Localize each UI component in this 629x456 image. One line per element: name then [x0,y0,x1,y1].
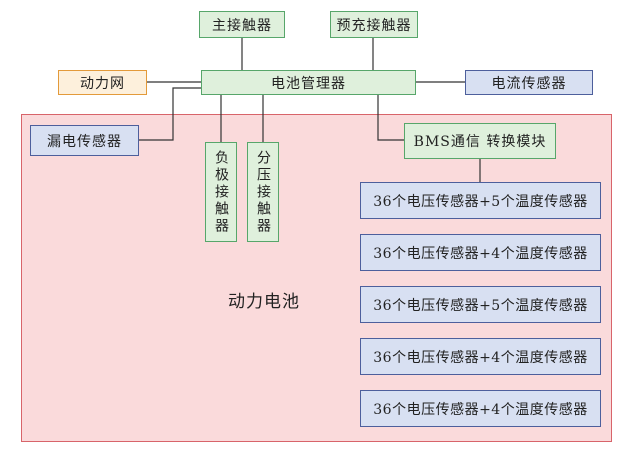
power-battery-container [21,114,612,442]
leakage-sensor-box: 漏电传感器 [30,125,139,156]
sensor-group-box: 36个电压传感器+4个温度传感器 [360,338,601,375]
divider-contactor-box: 分压接触器 [247,142,279,242]
sensor-group-label: 36个电压传感器+4个温度传感器 [373,245,588,262]
leakage-sensor-label: 漏电传感器 [47,133,122,150]
sensor-group-box: 36个电压传感器+4个温度传感器 [360,390,601,427]
sensor-group-box: 36个电压传感器+4个温度传感器 [360,234,601,271]
bms-label: 电池管理器 [271,75,346,92]
precharge-contactor-box: 预充接触器 [330,11,418,38]
main-contactor-box: 主接触器 [199,11,285,38]
sensor-group-label: 36个电压传感器+4个温度传感器 [373,349,588,366]
line-bms-comm-module [377,95,404,141]
sensor-group-box: 36个电压传感器+5个温度传感器 [360,182,601,219]
sensor-group-label: 36个电压传感器+4个温度传感器 [373,401,588,418]
precharge-contactor-label: 预充接触器 [336,17,412,34]
bms-box: 电池管理器 [201,70,416,95]
main-contactor-label: 主接触器 [212,17,272,34]
negative-contactor-label: 负极接触器 [213,149,229,235]
negative-contactor-box: 负极接触器 [205,142,237,242]
line-bms-leakage-sensor [139,87,201,141]
current-sensor-box: 电流传感器 [465,70,593,95]
grid-label: 动力网 [80,75,125,92]
current-sensor-label: 电流传感器 [491,75,567,92]
bms-comm-module-box: BMS通信 转换模块 [404,123,556,159]
sensor-group-label: 36个电压传感器+5个温度传感器 [373,193,588,210]
sensor-group-label: 36个电压传感器+5个温度传感器 [373,297,588,314]
power-battery-label: 动力电池 [228,292,300,312]
grid-box: 动力网 [58,70,147,95]
bms-comm-module-label: BMS通信 转换模块 [413,134,547,150]
divider-contactor-label: 分压接触器 [255,149,271,235]
sensor-group-box: 36个电压传感器+5个温度传感器 [360,286,601,323]
